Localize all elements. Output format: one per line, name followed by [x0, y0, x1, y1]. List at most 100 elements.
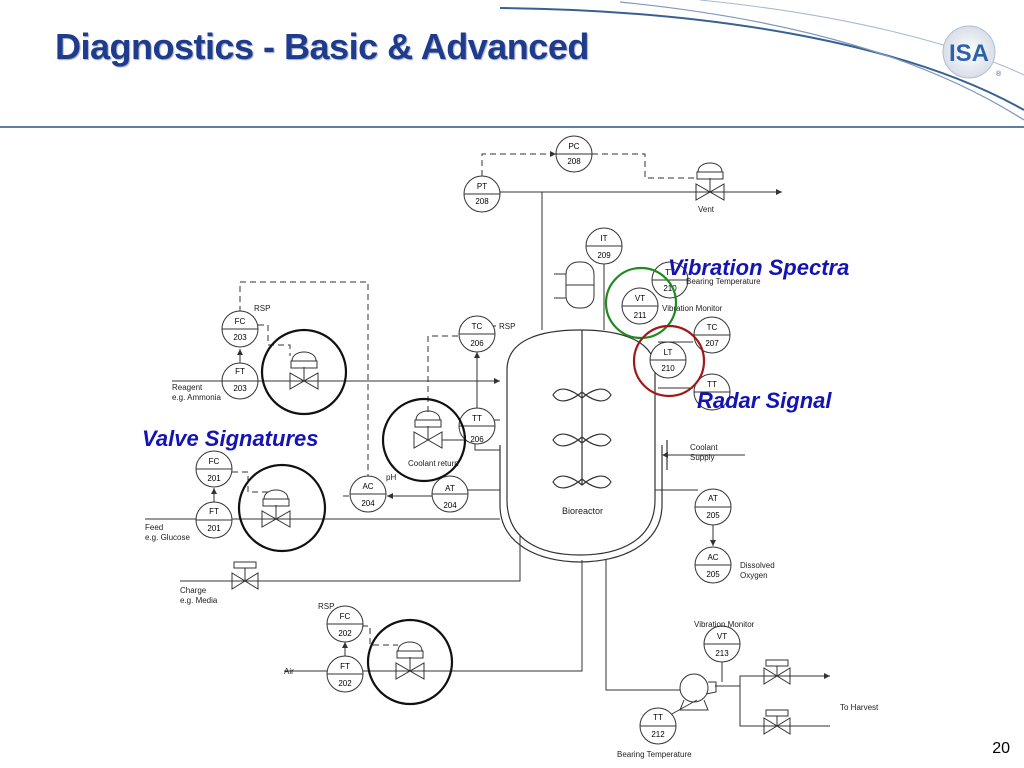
label-vibration-monitor-bottom: Vibration Monitor — [694, 620, 755, 629]
instrument-vt213: VT 213 — [703, 625, 741, 663]
label-supply: Supply — [690, 453, 714, 462]
svg-text:206: 206 — [470, 435, 484, 444]
isa-logo-mark: ® — [996, 70, 1002, 78]
svg-text:PT: PT — [477, 182, 487, 191]
svg-text:PC: PC — [568, 142, 579, 151]
label-charge-eg: e.g. Media — [180, 596, 218, 605]
bioreactor-vessel — [499, 329, 668, 563]
svg-text:204: 204 — [443, 501, 457, 510]
label-bearing-temp-bottom: Bearing Temperature — [617, 750, 692, 759]
svg-text:VT: VT — [717, 632, 727, 641]
instrument-ac204: AC 204 — [349, 475, 387, 513]
label-reagent: Reagent — [172, 383, 203, 392]
page-number: 20 — [992, 740, 1010, 757]
label-feed: Feed — [145, 523, 163, 532]
svg-text:205: 205 — [706, 511, 720, 520]
svg-text:203: 203 — [233, 333, 247, 342]
vent-control-valve — [695, 162, 725, 201]
label-dissolved: Dissolved — [740, 561, 775, 570]
harvest-pump — [679, 673, 717, 711]
signal-lines — [232, 151, 696, 646]
isa-logo: ISA ® — [942, 25, 1002, 79]
label-vibration-monitor-top: Vibration Monitor — [662, 304, 723, 313]
label-air: Air — [284, 667, 294, 676]
svg-text:202: 202 — [338, 629, 352, 638]
instrument-tt212: TT 212 — [639, 707, 677, 745]
svg-text:206: 206 — [470, 339, 484, 348]
label-oxygen: Oxygen — [740, 571, 768, 580]
instrument-at205: AT 205 — [694, 488, 732, 526]
callout-radar-signal: Radar Signal — [697, 388, 832, 413]
label-rsp-203: RSP — [254, 304, 270, 313]
svg-text:AC: AC — [362, 482, 373, 491]
label-bearing-temp-top: Bearing Temperature — [686, 277, 761, 286]
svg-text:210: 210 — [663, 284, 677, 293]
svg-text:VT: VT — [635, 294, 645, 303]
svg-text:LT: LT — [664, 348, 673, 357]
svg-text:201: 201 — [207, 524, 221, 533]
label-charge: Charge — [180, 586, 207, 595]
svg-text:210: 210 — [661, 364, 675, 373]
label-vent: Vent — [698, 205, 715, 214]
header-divider — [0, 126, 1024, 128]
svg-text:TT: TT — [472, 414, 482, 423]
instrument-at204: AT 204 — [431, 475, 469, 513]
bioreactor-label: Bioreactor — [562, 506, 603, 516]
svg-text:TT: TT — [707, 380, 717, 389]
valve-ring-coolant — [381, 397, 467, 483]
label-rsp-206: RSP — [499, 322, 515, 331]
harvest-valve-1 — [763, 659, 791, 685]
svg-text:TC: TC — [707, 323, 718, 332]
instrument-tt207: TT — [693, 373, 731, 411]
svg-text:AT: AT — [708, 494, 718, 503]
callout-vibration-spectra: Vibration Spectra — [668, 255, 849, 280]
label-feed-eg: e.g. Glucose — [145, 533, 190, 542]
radar-ring — [632, 324, 706, 398]
highlight-rings — [237, 266, 706, 706]
svg-text:FT: FT — [340, 662, 350, 671]
svg-text:AT: AT — [445, 484, 455, 493]
reagent-control-valve — [289, 351, 319, 390]
header-swoosh — [499, 0, 1024, 121]
valve-ring-reagent — [260, 328, 348, 416]
instrument-pc208: PC 208 — [555, 135, 593, 173]
harvest-valve-2 — [763, 709, 791, 735]
valves — [231, 162, 791, 735]
label-ph: pH — [386, 473, 396, 482]
page-title: Diagnostics - Basic & Advanced — [55, 26, 589, 67]
process-labels: Vent Bearing Temperature Vibration Monit… — [145, 205, 879, 759]
svg-text:IT: IT — [600, 234, 607, 243]
label-coolant: Coolant — [690, 443, 718, 452]
svg-text:212: 212 — [651, 730, 665, 739]
svg-text:208: 208 — [475, 197, 489, 206]
valve-ring-feed — [237, 463, 327, 553]
feed-control-valve — [261, 489, 291, 528]
vibration-ring — [604, 266, 678, 340]
instrument-fc202: FC 202 — [326, 605, 364, 643]
svg-text:AC: AC — [707, 553, 718, 562]
coolant-return-valve — [413, 410, 443, 449]
svg-text:213: 213 — [715, 649, 729, 658]
label-reagent-eg: e.g. Ammonia — [172, 393, 221, 402]
svg-text:204: 204 — [361, 499, 375, 508]
svg-text:TC: TC — [472, 322, 483, 331]
charge-manual-valve — [231, 561, 259, 590]
svg-text:FC: FC — [340, 612, 351, 621]
svg-text:208: 208 — [567, 157, 581, 166]
valve-ring-air — [366, 618, 454, 706]
label-to-harvest: To Harvest — [840, 703, 879, 712]
instrument-pt208: PT 208 — [463, 175, 501, 213]
isa-logo-text: ISA — [949, 40, 989, 67]
svg-text:TT: TT — [653, 713, 663, 722]
label-rsp-202: RSP — [318, 602, 334, 611]
air-control-valve — [395, 641, 425, 680]
